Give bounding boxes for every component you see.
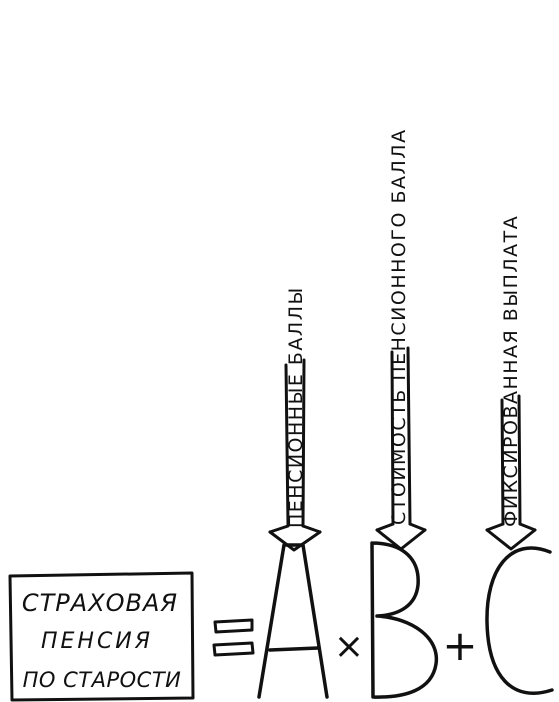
result-line-2: ПЕНСИЯ [41, 629, 153, 654]
result-box: СТРАХОВАЯ ПЕНСИЯ ПО СТАРОСТИ [8, 571, 195, 702]
times-sign: × [334, 626, 364, 667]
result-box-frame [8, 571, 195, 702]
plus-sign: + [442, 621, 477, 670]
letter-a-shape [257, 543, 329, 699]
label-point-cost: СТОИМОСТЬ ПЕНСИОННОГО БАЛЛА [388, 128, 410, 525]
arrow-b [375, 346, 427, 551]
result-line-3: ПО СТАРОСТИ [23, 668, 182, 692]
letter-b-shape [370, 541, 439, 699]
equals-bar-top [213, 618, 254, 634]
variable-c: C [485, 546, 554, 695]
variable-a: A [257, 543, 329, 699]
variable-b: B [370, 541, 439, 699]
letter-c-shape [485, 546, 554, 695]
label-pension-points: ПЕНСИОННЫЕ БАЛЛЫ [285, 286, 307, 528]
arrow-a [268, 358, 322, 552]
label-fixed-payment: ФИКСИРОВАННАЯ ВЫПЛАТА [500, 215, 522, 527]
arrow-c [485, 394, 537, 551]
equals-bar-bottom [212, 641, 255, 657]
result-line-1: СТРАХОВАЯ [22, 589, 178, 617]
equals-sign: = [212, 618, 255, 657]
